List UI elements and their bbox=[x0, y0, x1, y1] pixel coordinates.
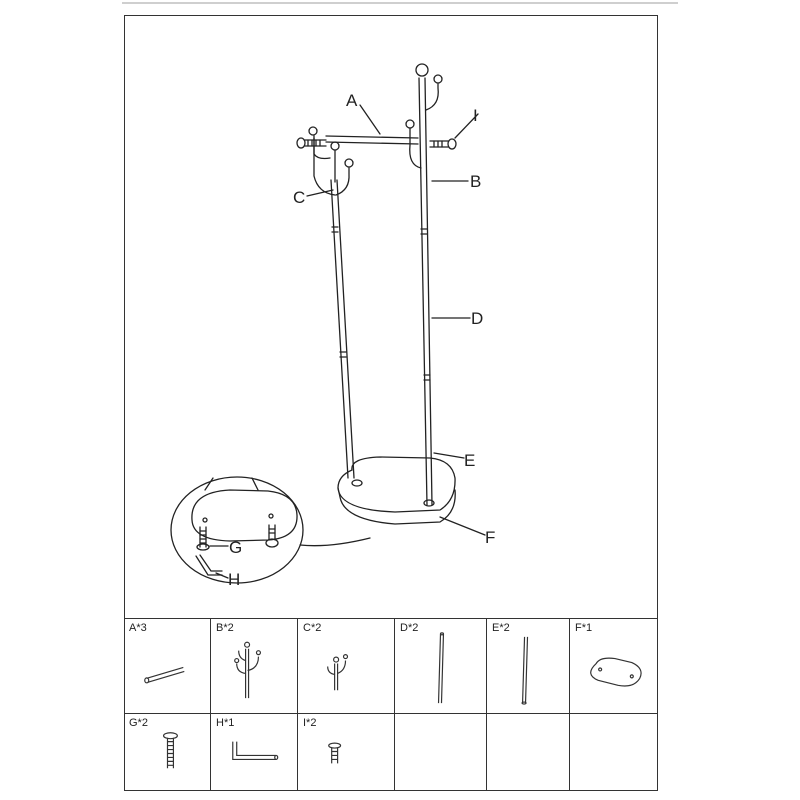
leader-i bbox=[454, 113, 479, 139]
part-label: B*2 bbox=[216, 622, 234, 634]
leader-c bbox=[306, 189, 334, 197]
part-label: A*3 bbox=[129, 622, 147, 634]
base-plate-top bbox=[337, 456, 456, 513]
part-h-hex-key-drawing bbox=[232, 741, 279, 761]
part-cell-h: H*1 bbox=[211, 713, 298, 791]
part-cell-b: B*2 bbox=[211, 618, 298, 713]
screw-i-left bbox=[296, 137, 327, 149]
part-label: E*2 bbox=[492, 622, 510, 634]
part-cell-f: F*1 bbox=[570, 618, 658, 713]
callout-f: F bbox=[485, 528, 495, 547]
callout-c: C bbox=[293, 188, 305, 207]
part-cell-e: E*2 bbox=[487, 618, 570, 713]
part-label: F*1 bbox=[575, 622, 593, 634]
part-a-crossbar-drawing bbox=[144, 666, 185, 684]
part-cell-i: I*2 bbox=[298, 713, 395, 791]
callout-g: G bbox=[229, 538, 242, 557]
part-cell-d: D*2 bbox=[395, 618, 487, 713]
leader-e bbox=[433, 452, 465, 459]
callout-i: I bbox=[473, 106, 478, 125]
page-top-rule bbox=[122, 2, 678, 4]
leader-a bbox=[359, 104, 381, 135]
part-f-base-drawing bbox=[590, 657, 642, 687]
right-pole bbox=[418, 77, 433, 506]
part-g-bolt-drawing bbox=[162, 732, 178, 769]
callout-b: B bbox=[470, 172, 481, 191]
leader-h bbox=[215, 572, 229, 579]
part-cell-g: G*2 bbox=[124, 713, 211, 791]
leader-f bbox=[439, 516, 486, 536]
callout-h: H bbox=[228, 570, 240, 589]
part-label: C*2 bbox=[303, 622, 322, 634]
part-i-screw-drawing bbox=[328, 742, 342, 764]
detail-connector bbox=[299, 537, 371, 547]
callout-d: D bbox=[471, 309, 483, 328]
parts-list: A*3 B*2 C*2 D*2 bbox=[124, 618, 658, 791]
part-e-bottom-pole-drawing bbox=[521, 636, 529, 705]
part-label: I*2 bbox=[303, 717, 317, 729]
part-label: G*2 bbox=[129, 717, 148, 729]
base-hole-left bbox=[351, 479, 363, 487]
base-hole-right bbox=[423, 499, 435, 507]
instruction-frame bbox=[124, 15, 658, 791]
left-pole bbox=[330, 179, 355, 479]
bolt-g bbox=[196, 526, 210, 551]
part-b-top-pole-drawing bbox=[234, 641, 262, 699]
bolt-g-2 bbox=[265, 524, 279, 548]
hex-key-h bbox=[195, 554, 223, 576]
part-c-side-pole-drawing bbox=[327, 654, 349, 691]
part-cell-empty-2 bbox=[487, 713, 570, 791]
detail-bubble bbox=[170, 476, 304, 584]
part-d-pole-drawing bbox=[437, 632, 445, 704]
callout-a: A bbox=[346, 91, 358, 110]
callout-e: E bbox=[464, 451, 475, 470]
part-cell-empty-1 bbox=[395, 713, 487, 791]
part-cell-empty-3 bbox=[570, 713, 658, 791]
part-cell-c: C*2 bbox=[298, 618, 395, 713]
part-label: H*1 bbox=[216, 717, 235, 729]
crossbar-a bbox=[325, 135, 419, 145]
right-hook-b bbox=[425, 83, 439, 111]
part-cell-a: A*3 bbox=[124, 618, 211, 713]
left-hook-c bbox=[313, 137, 336, 196]
screw-i-right bbox=[429, 138, 457, 150]
base-plate-side bbox=[337, 487, 456, 525]
part-label: D*2 bbox=[400, 622, 419, 634]
